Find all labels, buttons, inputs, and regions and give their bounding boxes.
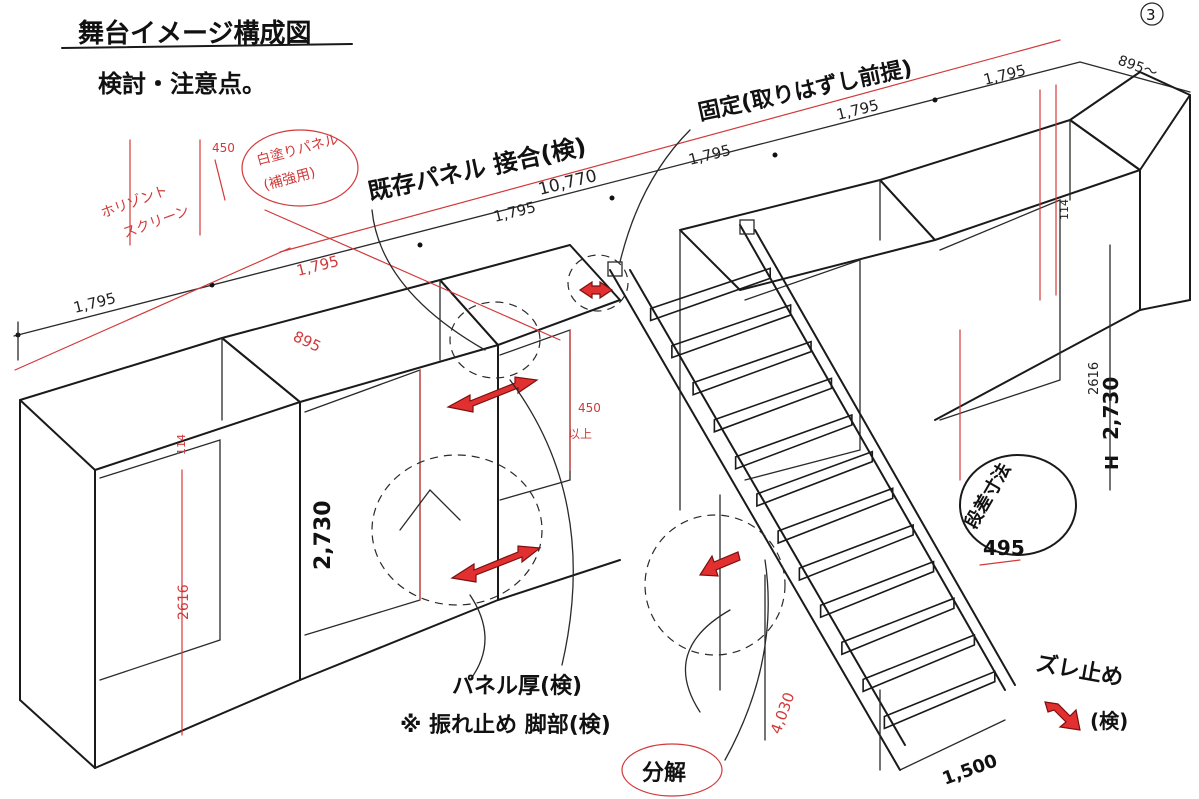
stair-step <box>671 303 792 359</box>
top-dimension-lines <box>13 39 1191 371</box>
diagram-subtitle: 検討・注意点。 <box>98 70 266 98</box>
step-dim-cloud <box>959 454 1077 556</box>
dim-module-d: 1,795 <box>687 141 733 169</box>
stair-step <box>883 670 996 730</box>
panel-right: 114 <box>1058 199 1071 220</box>
holizont-area: ホリゾント スクリーン 白塗りパネル (補強用) 450 <box>99 129 359 242</box>
leader-lines <box>371 129 769 761</box>
opening-note: 以上 <box>568 427 592 441</box>
stair-step <box>841 597 955 656</box>
stair-step <box>798 523 914 582</box>
vertical-dims: 2,730 2616 114 450 以上 2,730 H 2616 114 <box>175 199 1123 620</box>
stair-step <box>777 487 894 545</box>
dim-depth-red: 895 <box>290 327 324 355</box>
bracing-note: ※ 振れ止め 脚部(検) <box>400 712 611 738</box>
opening-width-top: 450 <box>212 141 235 155</box>
red-arrows <box>446 280 1081 731</box>
disassemble-note: 分解 <box>642 760 686 786</box>
dim-total: 10,770 <box>536 166 599 200</box>
stair-step <box>713 377 833 433</box>
panel-gap-arrow-top <box>446 376 539 413</box>
slip-arrow <box>1044 701 1081 731</box>
stair-step <box>734 413 853 471</box>
stair-width: 1,500 <box>940 750 1001 789</box>
page-number: 3 <box>1146 6 1156 24</box>
stair-step <box>862 633 976 693</box>
stair-step <box>692 340 812 396</box>
disassemble-cloud <box>621 743 723 797</box>
stair-step <box>649 267 772 322</box>
stair-step <box>819 560 935 619</box>
stage-modules <box>19 71 1191 769</box>
stair-steps <box>649 267 996 730</box>
fixed-note: 固定(取りはずし前提) <box>696 55 915 126</box>
white-panel-label-2: (補強用) <box>262 165 317 194</box>
step-dim-value: 495 <box>983 536 1025 560</box>
stair-length: 4,030 <box>767 690 799 737</box>
diagram-title: 舞台イメージ構成図 <box>78 18 311 49</box>
inner-left: 2616 <box>176 584 192 620</box>
h-mark: H <box>1102 455 1123 470</box>
panel-thickness-note: パネル厚(検) <box>452 674 582 699</box>
dim-module-c: 1,795 <box>492 198 538 226</box>
step-dim-note: 段差寸法 <box>960 459 1015 532</box>
opening-width-mid: 450 <box>578 401 601 415</box>
panel-gap-arrow-bottom <box>450 545 542 583</box>
height-right: 2,730 <box>1099 377 1123 440</box>
dim-module-a: 1,795 <box>72 289 118 317</box>
white-panel-cloud <box>241 129 359 207</box>
red-guides <box>129 84 1057 736</box>
slip-stop-note-2: (検) <box>1090 709 1128 733</box>
inner-right: 2616 <box>1087 362 1102 395</box>
leg-arrow <box>698 551 741 577</box>
dimension-labels: 1,795 1,795 1,795 10,770 1,795 1,795 1,7… <box>72 53 1160 356</box>
stair-step <box>756 450 874 508</box>
panel-left: 114 <box>175 434 188 455</box>
joint-arrow <box>578 280 614 300</box>
height-left: 2,730 <box>311 500 336 570</box>
slip-stop-note-1: ズレ止め <box>1034 650 1125 691</box>
dim-module-b: 1,795 <box>295 252 341 280</box>
title-block: 舞台イメージ構成図 検討・注意点。 3 <box>61 2 1164 98</box>
detail-circles <box>371 254 786 656</box>
dim-module-f: 1,795 <box>982 61 1028 89</box>
